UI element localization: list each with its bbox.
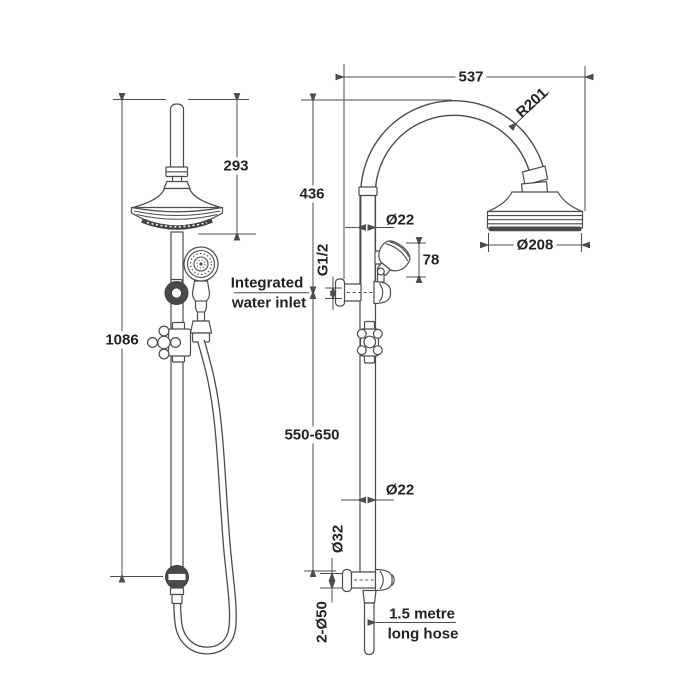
side-diverter-valve: [356, 320, 383, 364]
dim-label-bracket-diameter: Ø32: [329, 524, 347, 554]
inlet-note-line2: water inlet: [231, 294, 307, 312]
front-riser-pipe: [165, 103, 189, 571]
side-water-inlet: [334, 267, 392, 307]
dim-label-riser-dia-upper: Ø22: [385, 211, 415, 229]
front-hand-shower: [183, 246, 219, 343]
dim-label-wall-flanges: 2-Ø50: [313, 601, 331, 643]
front-slide-bracket: [165, 565, 189, 605]
front-view: [130, 103, 237, 655]
dim-label-head-height: 293: [220, 157, 252, 175]
dim-label-overall-height: 1086: [102, 331, 142, 349]
dim-label-head-diameter: Ø208: [513, 236, 557, 254]
hose-note-line1: 1.5 metre: [389, 605, 455, 623]
dim-label-riser-dia-lower: Ø22: [385, 481, 415, 499]
dim-label-top-to-inlet: 436: [296, 185, 328, 203]
front-shower-head: [130, 175, 224, 230]
dim-label-inlet-thread: G1/2: [314, 243, 332, 277]
side-shower-head: [486, 165, 584, 232]
side-view: [334, 100, 584, 656]
side-hose-outlet: [362, 589, 377, 656]
dim-label-overall-width: 537: [455, 68, 487, 86]
hose-note-line2: long hose: [387, 625, 459, 643]
inlet-note-line1: Integrated: [230, 274, 304, 292]
dim-label-inlet-to-bracket: 550-650: [281, 426, 343, 444]
side-slide-bracket: [341, 568, 395, 593]
front-shower-hose: [173, 339, 237, 655]
front-holder-ring: [164, 278, 189, 305]
side-hand-shower: [374, 240, 411, 276]
front-diverter-valve: [147, 321, 192, 363]
side-riser-pipe: [358, 100, 547, 573]
dim-label-handshower-height: 78: [422, 251, 440, 269]
